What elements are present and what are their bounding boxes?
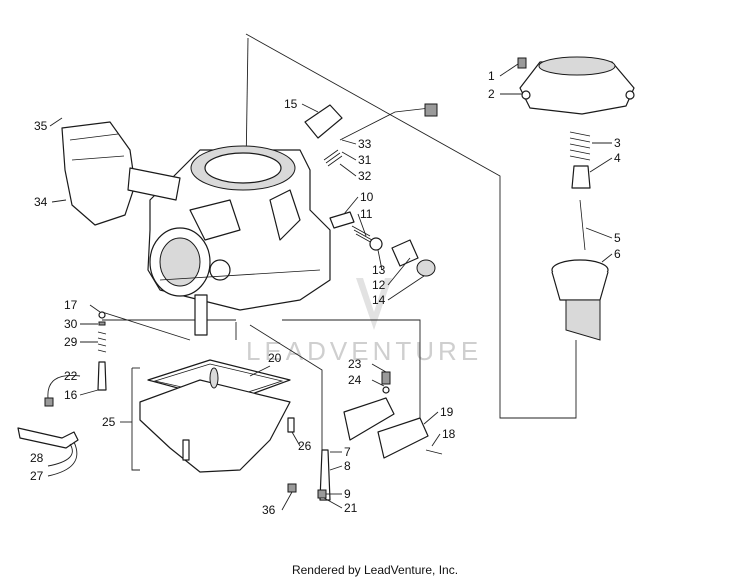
callout-14: 14 <box>372 293 386 307</box>
callout-6: 6 <box>614 247 621 261</box>
callout-10: 10 <box>360 190 374 204</box>
leadventure-watermark: LEADVENTURE <box>246 278 482 366</box>
throttle-cable-assembly <box>323 103 438 167</box>
callout-35: 35 <box>34 119 48 133</box>
slide-spring-needle <box>569 131 591 251</box>
bowl-screw-parts <box>287 417 331 501</box>
callout-3: 3 <box>614 136 621 150</box>
callout-23: 23 <box>348 357 362 371</box>
callout-30: 30 <box>64 317 78 331</box>
callout-labels: 1 2 3 4 5 6 7 8 9 10 11 12 13 14 15 16 1… <box>30 69 621 517</box>
callout-8: 8 <box>344 459 351 473</box>
callout-1: 1 <box>488 69 495 83</box>
throttle-slide <box>551 259 609 341</box>
carburetor-body <box>147 145 331 336</box>
watermark-text: LEADVENTURE <box>246 336 482 366</box>
callout-13: 13 <box>372 263 386 277</box>
callout-27: 27 <box>30 469 44 483</box>
callout-25: 25 <box>102 415 116 429</box>
callout-28: 28 <box>30 451 44 465</box>
callout-32: 32 <box>358 169 372 183</box>
carburetor-top-cover <box>517 56 635 115</box>
callout-16: 16 <box>64 388 78 402</box>
drain-hose <box>17 427 79 449</box>
callout-5: 5 <box>614 231 621 245</box>
callout-31: 31 <box>358 153 372 167</box>
callout-22: 22 <box>64 369 78 383</box>
render-credit: Rendered by LeadVenture, Inc. <box>291 563 459 577</box>
callout-26: 26 <box>298 439 312 453</box>
left-jet-parts <box>44 311 107 407</box>
air-intake-cover <box>61 121 181 226</box>
callout-29: 29 <box>64 335 78 349</box>
callout-2: 2 <box>488 87 495 101</box>
callout-7: 7 <box>344 445 351 459</box>
vent-hose <box>304 104 343 139</box>
watermark-logo-icon <box>356 278 392 330</box>
callout-11: 11 <box>360 207 373 221</box>
float-bowl-assembly <box>139 359 291 473</box>
callout-34: 34 <box>34 195 48 209</box>
callout-18: 18 <box>442 427 456 441</box>
callout-19: 19 <box>440 405 454 419</box>
callout-36: 36 <box>262 503 276 517</box>
callout-17: 17 <box>64 298 78 312</box>
pilot-screw-parts <box>329 211 436 277</box>
callout-21: 21 <box>344 501 358 515</box>
callout-24: 24 <box>348 373 362 387</box>
callout-12: 12 <box>372 278 386 292</box>
callout-15: 15 <box>284 97 298 111</box>
callout-9: 9 <box>344 487 351 501</box>
callout-33: 33 <box>358 137 372 151</box>
callout-leaders <box>47 63 613 511</box>
float-parts <box>343 371 443 459</box>
callout-4: 4 <box>614 151 621 165</box>
callout-20: 20 <box>268 351 282 365</box>
